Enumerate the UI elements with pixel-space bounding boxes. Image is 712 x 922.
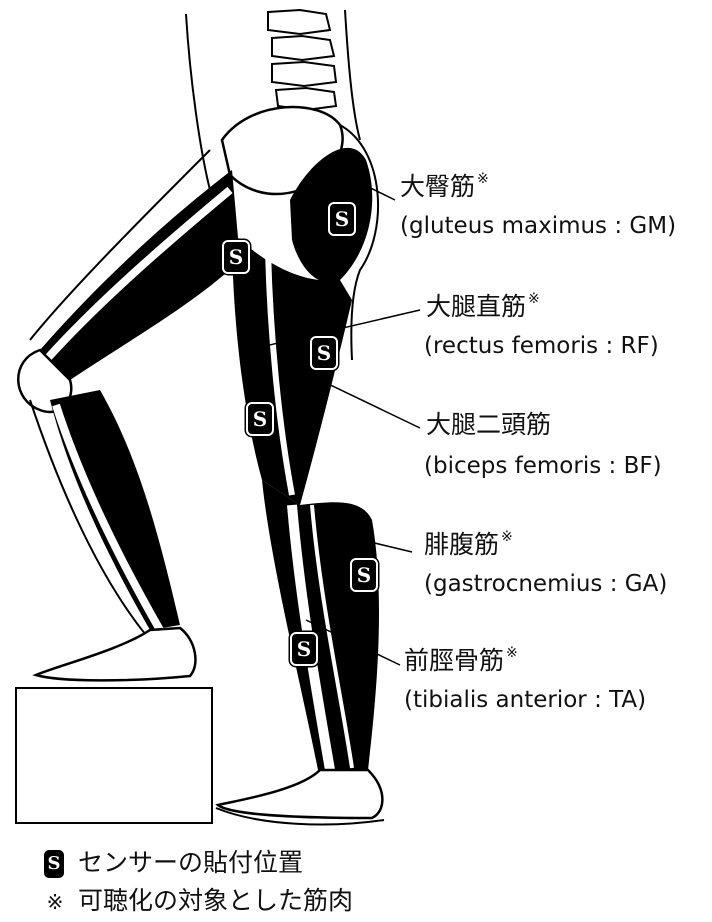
raised-shank bbox=[50, 390, 180, 630]
step-box bbox=[16, 688, 212, 823]
torso-back-outline bbox=[186, 14, 210, 190]
label-bf-en: (biceps femoris : BF) bbox=[424, 452, 662, 480]
raised-thigh bbox=[40, 170, 240, 380]
legend-mark: ※ 可聴化の対象とした筋肉 bbox=[44, 886, 353, 917]
label-gm-en: (gluteus maximus : GM) bbox=[400, 212, 676, 240]
torso-front-outline bbox=[345, 10, 360, 140]
label-ta-jp: 前脛骨筋※ bbox=[404, 646, 518, 680]
legend-sensor: S センサーの貼付位置 bbox=[44, 848, 303, 878]
label-ga-jp: 腓腹筋※ bbox=[424, 530, 513, 564]
label-gm-jp: 大臀筋※ bbox=[400, 172, 489, 206]
sensor-badge-bf-upper: S bbox=[222, 240, 250, 274]
sensor-badge-gm: S bbox=[328, 202, 356, 236]
legend-mark-icon: ※ bbox=[44, 887, 66, 917]
label-rf-en: (rectus femoris : RF) bbox=[424, 332, 659, 360]
label-bf-jp: 大腿二頭筋 bbox=[426, 410, 551, 440]
label-ta-en: (tibialis anterior : TA) bbox=[404, 686, 646, 714]
spine bbox=[268, 10, 336, 110]
sensor-badge-ga: S bbox=[350, 558, 378, 592]
legend-sensor-text: センサーの貼付位置 bbox=[78, 848, 303, 877]
sensor-badge-bf: S bbox=[246, 402, 274, 436]
sensor-badge-rf: S bbox=[310, 336, 338, 370]
legend-sensor-icon: S bbox=[44, 850, 64, 878]
raised-foot bbox=[36, 628, 195, 680]
label-ga-en: (gastrocnemius : GA) bbox=[424, 570, 667, 598]
label-rf-jp: 大腿直筋※ bbox=[426, 292, 540, 326]
standing-foot bbox=[218, 770, 382, 818]
sensor-badge-ta: S bbox=[290, 632, 318, 666]
legend-mark-text: 可聴化の対象とした筋肉 bbox=[78, 886, 353, 915]
